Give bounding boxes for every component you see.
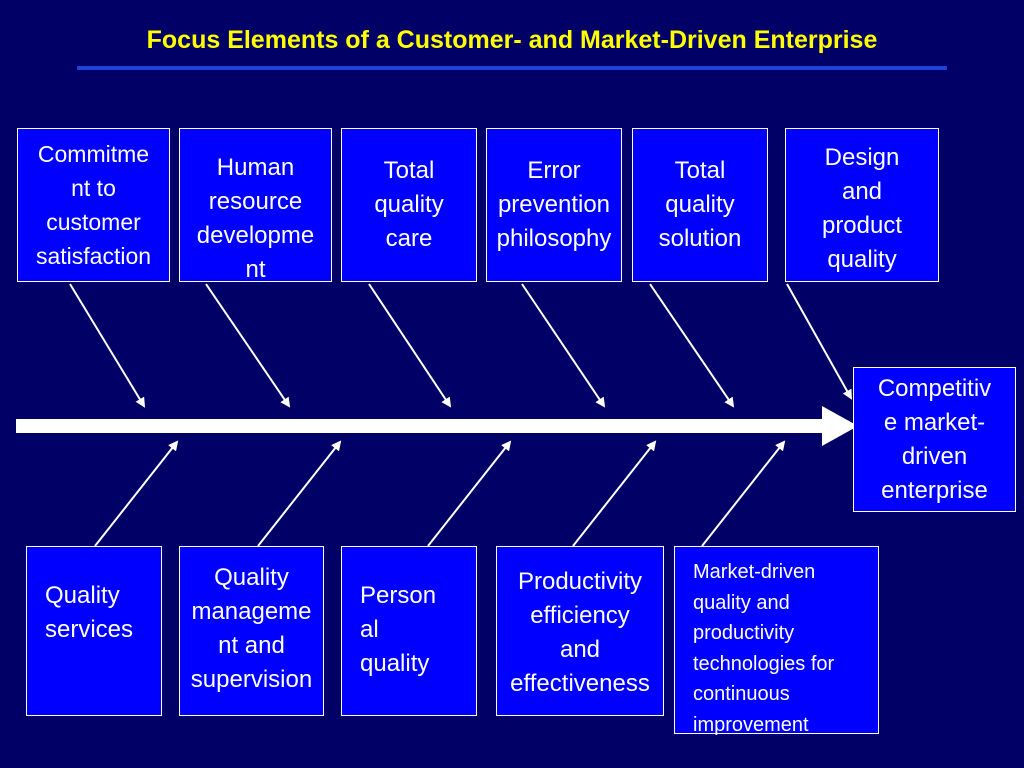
box-design-and-product-quality: Design and product quality — [785, 128, 939, 282]
arrow-tqs — [649, 283, 735, 408]
box-label: Productivity efficiency and effectivenes… — [510, 568, 650, 697]
title-underline — [77, 66, 947, 70]
box-label: Error prevention philosophy — [496, 157, 612, 252]
box-market-driven-quality-technologies: Market-driven quality and productivity t… — [674, 546, 879, 736]
box-quality-management-and-supervision: Quality manageme nt and supervision — [179, 546, 324, 716]
box-competitive-market-driven-enterprise: Competitiv e market- driven enterprise — [853, 367, 1016, 512]
box-label: Design and product quality — [821, 144, 903, 273]
arrow-tqc — [368, 283, 452, 408]
box-label: Market-driven quality and productivity t… — [693, 561, 835, 736]
arrow-commitment — [69, 283, 146, 408]
box-label: Quality services — [45, 582, 134, 643]
box-label: Total quality care — [374, 157, 444, 252]
box-total-quality-solution: Total quality solution — [632, 128, 768, 282]
arrow-market — [701, 440, 786, 547]
box-total-quality-care: Total quality care — [341, 128, 477, 282]
box-label: Total quality solution — [658, 157, 742, 252]
box-label: Commitme nt to customer satisfaction — [35, 141, 152, 269]
box-label: Human resource developme nt — [196, 154, 315, 283]
arrow-hr — [205, 283, 291, 408]
arrow-personal — [427, 440, 512, 547]
arrow-design — [786, 283, 852, 400]
box-error-prevention-philosophy: Error prevention philosophy — [486, 128, 622, 282]
box-quality-services: Quality services — [26, 546, 162, 716]
box-label: Person al quality — [360, 582, 437, 677]
box-commitment-to-customer-satisfaction: Commitme nt to customer satisfaction — [17, 128, 170, 282]
arrow-productivity — [572, 440, 657, 547]
arrow-management — [257, 440, 342, 547]
box-personal-quality: Person al quality — [341, 546, 477, 716]
arrow-error — [521, 283, 606, 408]
box-label: Quality manageme nt and supervision — [190, 564, 313, 693]
main-spine-arrowhead — [822, 406, 858, 446]
box-label: Competitiv e market- driven enterprise — [877, 374, 992, 504]
slide-title: Focus Elements of a Customer- and Market… — [146, 26, 878, 54]
arrow-services — [94, 440, 179, 547]
box-human-resource-development: Human resource developme nt — [179, 128, 332, 283]
box-productivity-efficiency-and-effectiveness: Productivity efficiency and effectivenes… — [496, 546, 664, 716]
